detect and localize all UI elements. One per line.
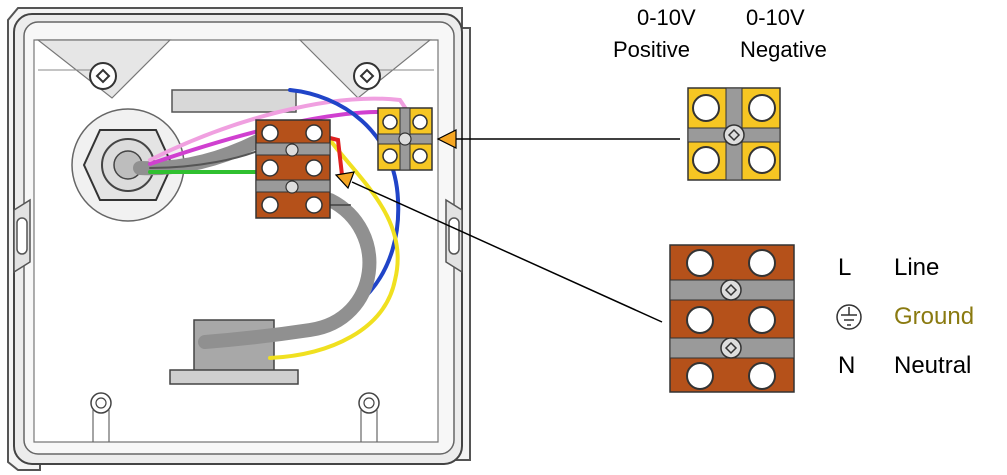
gray-cable [198,193,377,349]
legend-row-neutral: N Neutral [838,352,971,380]
mounting-hole-right-icon [358,392,380,442]
cable-gland [71,108,185,222]
negative-label-text: Negative [740,37,827,62]
terminal-block-mains-small [255,119,331,219]
bottom-slot [169,369,299,385]
pink-wire [148,96,414,162]
legend-row-line: L Line [838,254,939,282]
legend-symbol-line: L [838,254,852,281]
pointer-arrow-mains [334,171,663,323]
top-slot [171,89,297,113]
enclosure [7,7,471,471]
legend-text-ground: Ground [894,303,975,330]
legend-row-ground: Ground [894,303,974,331]
legend-symbol-neutral: N [838,352,856,379]
legend-text-neutral: Neutral [894,352,972,379]
terminal-block-signal-large [687,87,781,181]
negative-label-voltage: 0-10V [746,5,805,30]
mounting-hole-left-icon [90,392,112,442]
pointer-arrow-signal [436,129,680,149]
terminal-block-mains-large [669,244,795,393]
positive-label-voltage: 0-10V [637,5,696,30]
legend-text-line: Line [894,254,940,281]
terminal-block-signal-small [377,107,433,171]
screw-top-right-icon [353,62,381,90]
wires [133,88,414,360]
yellow-wire [268,138,400,360]
screw-top-left-icon [89,62,117,90]
positive-label-text: Positive [613,37,691,62]
ground-symbol-icon [836,304,862,330]
